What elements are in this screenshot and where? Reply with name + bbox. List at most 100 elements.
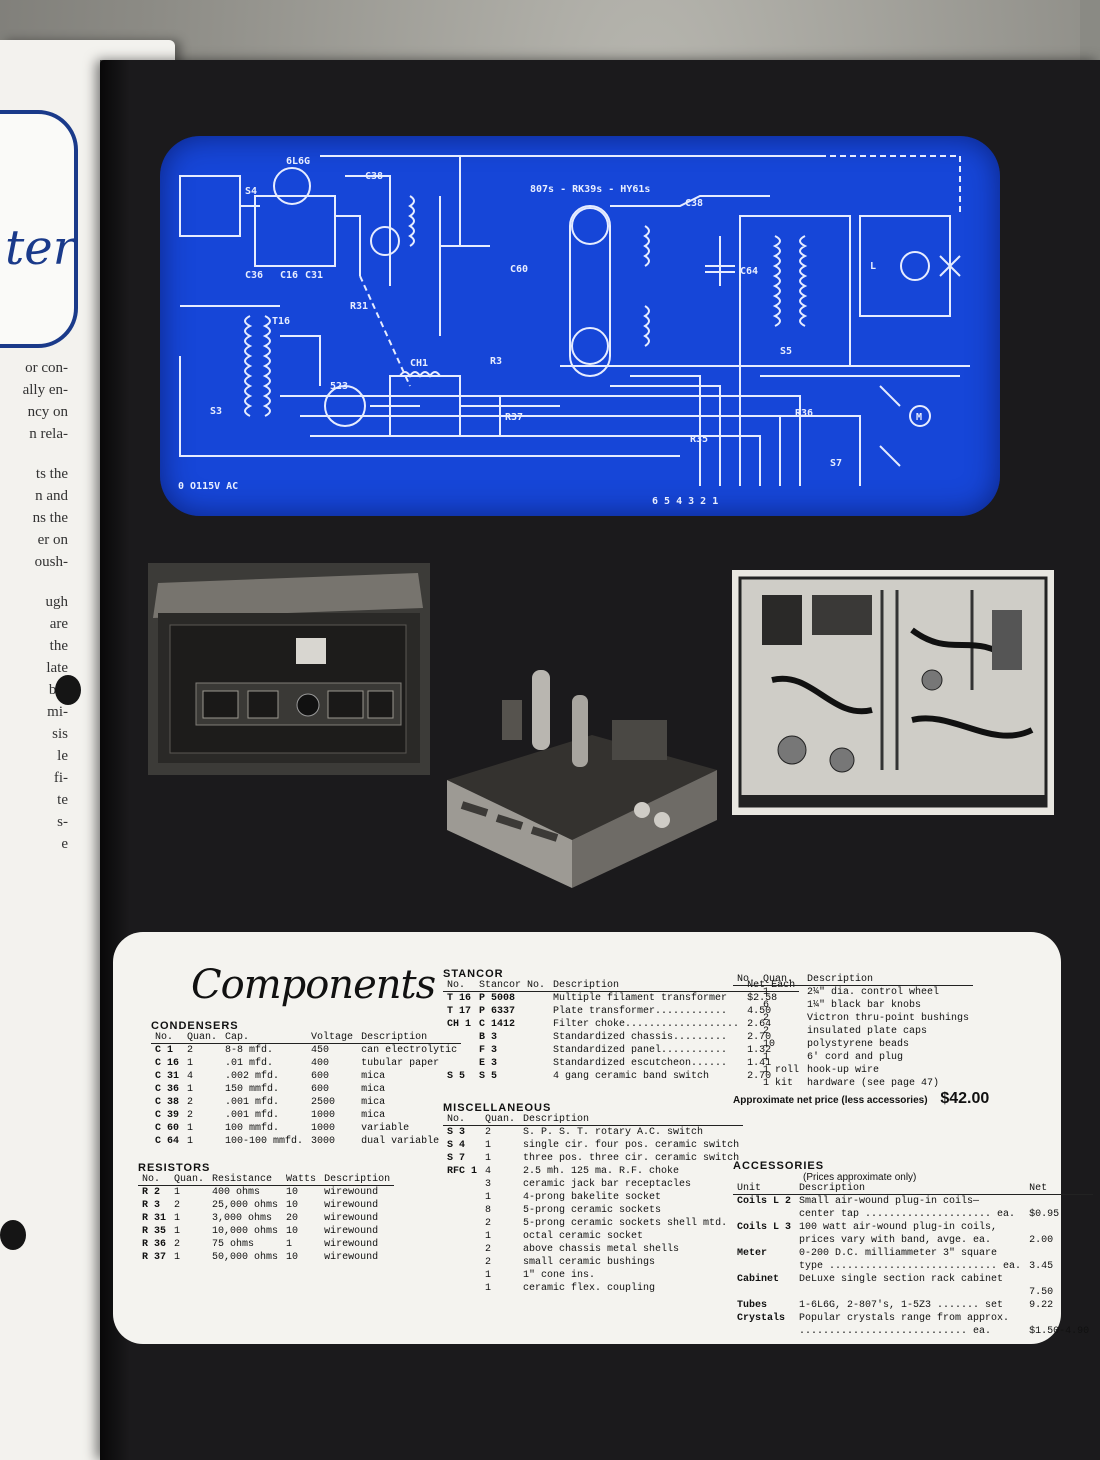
table-cell: wirewound bbox=[324, 1252, 379, 1263]
table-header: Resistance bbox=[208, 1174, 283, 1186]
table-cell: 2 bbox=[485, 1244, 492, 1255]
schematic-label: L bbox=[870, 261, 877, 272]
table-cell: 1-6L6G, 2-807's, 1-5Z3 ....... set bbox=[799, 1300, 1004, 1311]
table-cell: 10 bbox=[286, 1252, 299, 1263]
schematic-label: C36 bbox=[245, 270, 264, 281]
schematic-label: 6 5 4 3 2 1 bbox=[652, 496, 719, 507]
table-cell: 20 bbox=[286, 1213, 299, 1224]
table-header: Unit bbox=[733, 1183, 796, 1195]
table-cell: small ceramic bushings bbox=[523, 1257, 656, 1268]
table-cell: 4 gang ceramic band switch bbox=[553, 1071, 710, 1082]
table-cell: .01 mfd. bbox=[225, 1058, 274, 1069]
table-cell: 100-100 mmfd. bbox=[225, 1136, 304, 1147]
table-cell: 450 bbox=[311, 1045, 330, 1056]
table-cell: Meter bbox=[737, 1248, 768, 1259]
table-cell: prices vary with band, avge. ea. bbox=[799, 1235, 992, 1246]
table-header: No. bbox=[443, 1114, 482, 1126]
text-line: ugh bbox=[45, 594, 69, 610]
table-cell: 5-prong ceramic sockets shell mtd. bbox=[523, 1218, 728, 1229]
table-header: Description bbox=[549, 980, 744, 992]
schematic-label: S3 bbox=[210, 406, 223, 417]
schematic-label: C38 bbox=[365, 171, 384, 182]
table-header: Quan. bbox=[759, 974, 804, 986]
table-cell: T 17 bbox=[447, 1006, 472, 1017]
table-cell bbox=[1025, 1247, 1093, 1260]
table-cell: 0-200 D.C. milliammeter 3" square bbox=[799, 1248, 998, 1259]
table-row: 7.50 bbox=[733, 1286, 1093, 1299]
schematic-label: 807s - RK39s - HY61s bbox=[530, 184, 651, 195]
table-header: Description bbox=[519, 1114, 744, 1126]
table-cell: octal ceramic socket bbox=[523, 1231, 644, 1242]
table-cell: 10 bbox=[286, 1226, 299, 1237]
table-cell bbox=[443, 1230, 481, 1243]
table-cell: 1 kit bbox=[763, 1078, 794, 1089]
table-cell bbox=[733, 1038, 759, 1051]
text-line: late bbox=[46, 660, 68, 676]
text-line: le bbox=[57, 748, 68, 764]
table-cell: hardware (see page 47) bbox=[807, 1078, 940, 1089]
price-value: $42.00 bbox=[940, 1090, 990, 1107]
text-line: or con- bbox=[25, 360, 68, 376]
table-cell: 1000 bbox=[311, 1110, 336, 1121]
table-cell bbox=[733, 986, 759, 1000]
title-fragment: ter bbox=[5, 220, 76, 276]
table-row: center tap ..................... ea.$0.9… bbox=[733, 1208, 1093, 1221]
schematic-label: CH1 bbox=[410, 358, 429, 369]
table-cell: .001 mfd. bbox=[225, 1110, 280, 1121]
table-cell bbox=[733, 1234, 795, 1247]
text-line: te bbox=[57, 792, 68, 808]
table-cell: wirewound bbox=[324, 1239, 379, 1250]
table-cell: wirewound bbox=[324, 1213, 379, 1224]
table-cell bbox=[443, 1204, 481, 1217]
table-header: No. bbox=[151, 1032, 184, 1044]
schematic-drawing bbox=[179, 155, 970, 486]
table-cell: S 7 bbox=[447, 1153, 466, 1164]
price-label: Approximate net price (less accessories) bbox=[733, 1095, 928, 1106]
table-cell: 1 bbox=[763, 987, 770, 998]
schematic-label: S5 bbox=[780, 346, 793, 357]
resistors-section: RESISTORS No. Quan. Resistance Watts Des… bbox=[138, 1162, 395, 1264]
table-cell: 1.32 bbox=[747, 1045, 772, 1056]
table-cell bbox=[733, 1051, 759, 1064]
table-cell: three pos. three cir. ceramic switch bbox=[523, 1153, 740, 1164]
table-cell: C 16 bbox=[155, 1058, 180, 1069]
table-cell: 2¼" dia. control wheel bbox=[807, 987, 940, 998]
table-cell: type ............................ ea. bbox=[799, 1261, 1022, 1272]
table-cell: ceramic jack bar receptacles bbox=[523, 1179, 692, 1190]
schematic-label: 0 O115V AC bbox=[178, 481, 239, 492]
table-cell: 1 bbox=[485, 1153, 492, 1164]
approximate-price: Approximate net price (less accessories)… bbox=[733, 1090, 989, 1108]
table-cell: 1 bbox=[485, 1140, 492, 1151]
text-line: oush- bbox=[34, 554, 68, 570]
table-cell: 1 bbox=[485, 1231, 492, 1242]
table-cell: 3000 bbox=[311, 1136, 336, 1147]
table-cell bbox=[443, 1044, 475, 1057]
accessories-section: ACCESSORIES (Prices approximate only) Un… bbox=[733, 1160, 1094, 1338]
table-cell bbox=[443, 1031, 475, 1044]
table-cell bbox=[443, 1256, 481, 1269]
table-cell: R 35 bbox=[142, 1226, 167, 1237]
table-cell: C 1412 bbox=[479, 1019, 516, 1030]
table-cell bbox=[443, 1217, 481, 1230]
table-cell: B 3 bbox=[479, 1032, 498, 1043]
table-cell bbox=[1025, 1221, 1093, 1234]
condensers-heading: CONDENSERS bbox=[151, 1020, 239, 1032]
binder-hole bbox=[55, 675, 81, 705]
table-cell: CH 1 bbox=[447, 1019, 472, 1030]
table-cell: 10,000 ohms bbox=[212, 1226, 279, 1237]
stancor-heading: STANCOR bbox=[443, 968, 504, 980]
